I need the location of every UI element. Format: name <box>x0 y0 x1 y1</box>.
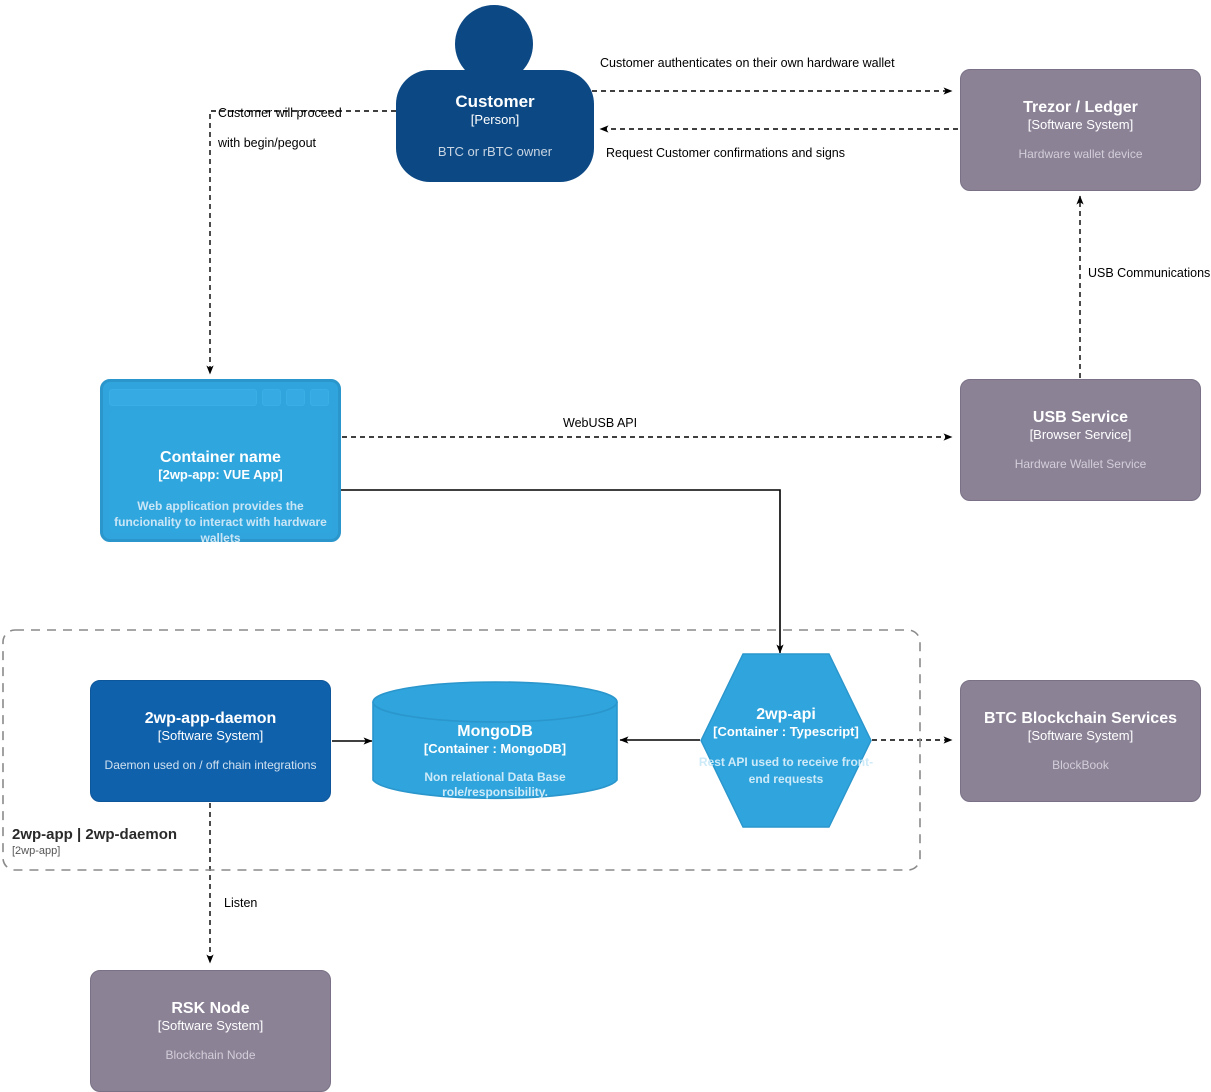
api-hexagon-icon <box>700 653 872 828</box>
boundary-type: [2wp-app] <box>12 845 61 857</box>
node-btc-blockchain-services[interactable]: BTC Blockchain Services [Software System… <box>960 680 1201 802</box>
daemon-description: Daemon used on / off chain integrations <box>104 758 317 773</box>
mongodb-title: MongoDB <box>457 723 533 740</box>
node-2wp-app-daemon[interactable]: 2wp-app-daemon [Software System] Daemon … <box>90 680 331 802</box>
browser-content: Container name [2wp-app: VUE App] Web ap… <box>109 410 332 545</box>
usb-service-type: [Browser Service] <box>1029 426 1132 442</box>
container-name-type: [2wp-app: VUE App] <box>158 467 283 483</box>
usb-service-description: Hardware Wallet Service <box>1014 457 1147 472</box>
edge-customer-to-app <box>206 110 396 375</box>
node-usb-service[interactable]: USB Service [Browser Service] Hardware W… <box>960 379 1201 501</box>
browser-button-close-icon[interactable] <box>310 388 329 406</box>
customer-type: [Person] <box>470 112 520 128</box>
mongodb-text: MongoDB [Container : MongoDB] Non relati… <box>372 722 618 800</box>
browser-title-bar <box>109 388 332 406</box>
container-name-description: Web application provides the funcionalit… <box>114 499 327 545</box>
btc-services-title: BTC Blockchain Services <box>984 709 1177 727</box>
node-trezor-ledger[interactable]: Trezor / Ledger [Software System] Hardwa… <box>960 69 1201 191</box>
node-mongodb[interactable]: MongoDB [Container : MongoDB] Non relati… <box>372 680 618 802</box>
boundary-name: 2wp-app | 2wp-daemon <box>12 826 178 843</box>
rsk-node-description: Blockchain Node <box>165 1048 256 1063</box>
mongodb-type: [Container : MongoDB] <box>423 741 567 757</box>
daemon-title: 2wp-app-daemon <box>144 709 277 727</box>
customer-description: BTC or rBTC owner <box>437 143 553 159</box>
api-title: 2wp-api <box>756 706 816 723</box>
node-customer[interactable]: Customer [Person] BTC or rBTC owner <box>396 70 594 182</box>
edge-label-trezor-to-customer: Request Customer confirmations and signs <box>606 146 846 160</box>
daemon-type: [Software System] <box>157 727 264 743</box>
mongodb-description: Non relational Data Base role/responsibi… <box>424 770 566 800</box>
edge-label-customer-to-app-line1: Customer will proceed <box>218 106 342 120</box>
container-name-title: Container name <box>160 449 281 466</box>
btc-services-description: BlockBook <box>1052 758 1109 773</box>
usb-service-title: USB Service <box>1032 408 1129 426</box>
btc-services-type: [Software System] <box>1027 727 1134 743</box>
edge-app-to-api <box>341 489 784 654</box>
trezor-ledger-description: Hardware wallet device <box>1018 147 1143 162</box>
node-container-name[interactable]: Container name [2wp-app: VUE App] Web ap… <box>100 379 341 545</box>
edge-label-webusb-api: WebUSB API <box>563 416 638 430</box>
api-type: [Container : Typescript] <box>713 724 859 740</box>
customer-title: Customer <box>455 92 535 112</box>
api-description: Rest API used to receive front-end reque… <box>698 755 874 786</box>
trezor-ledger-title: Trezor / Ledger <box>1023 98 1138 116</box>
mongodb-cylinder-icon <box>372 681 618 800</box>
boundary-label: 2wp-app | 2wp-daemon [2wp-app] <box>12 826 177 857</box>
edge-label-usb-communications: USB Communications <box>1088 266 1211 280</box>
browser-button-maximize-icon[interactable] <box>286 388 305 406</box>
trezor-ledger-type: [Software System] <box>1027 116 1134 132</box>
api-text: 2wp-api [Container : Typescript] Rest AP… <box>660 705 912 787</box>
edge-label-customer-to-app-line2: with begin/pegout <box>218 136 316 150</box>
node-2wp-api[interactable]: 2wp-api [Container : Typescript] Rest AP… <box>699 653 873 828</box>
rsk-node-type: [Software System] <box>157 1017 264 1033</box>
edge-label-listen: Listen <box>224 896 258 910</box>
edge-label-customer-to-trezor: Customer authenticates on their own hard… <box>600 56 895 70</box>
browser-address-bar[interactable] <box>109 388 257 406</box>
node-rsk-node[interactable]: RSK Node [Software System] Blockchain No… <box>90 970 331 1092</box>
browser-button-minimize-icon[interactable] <box>262 388 281 406</box>
rsk-node-title: RSK Node <box>171 999 250 1017</box>
